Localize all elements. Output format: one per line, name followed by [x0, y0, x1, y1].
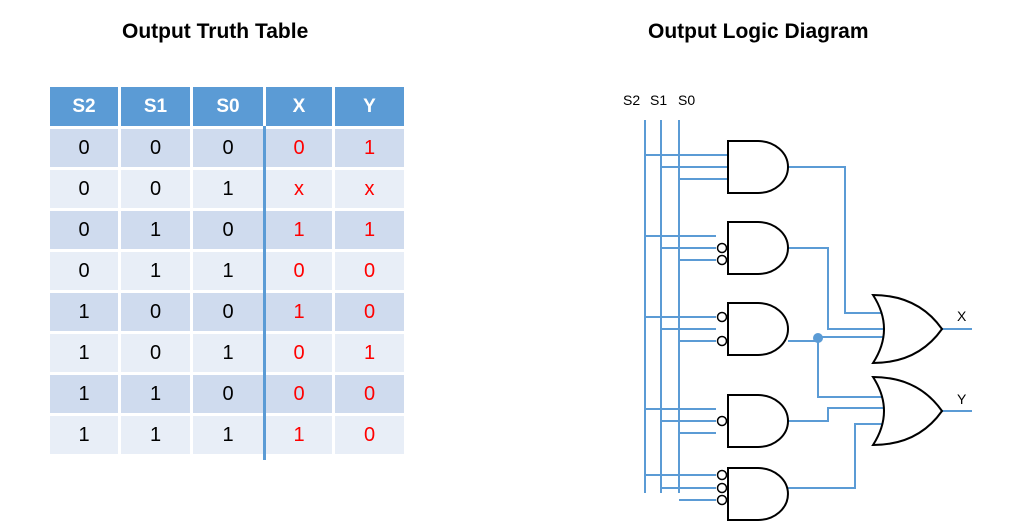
truth-table-cell-s1: 0: [118, 332, 192, 375]
output-label-y: Y: [957, 391, 967, 407]
truth-table-cell-s0: 1: [190, 250, 265, 293]
input-output-divider: [263, 126, 266, 460]
truth-table-cell-s2: 1: [50, 373, 120, 416]
and-gate-3: [727, 302, 789, 356]
truth-table-title: Output Truth Table: [122, 20, 309, 43]
truth-table-cell-s2: 0: [50, 209, 120, 252]
truth-table-cell-y: 0: [332, 414, 404, 457]
truth-table-cell-x: 0: [263, 250, 334, 293]
truth-table-cell-s1: 1: [118, 209, 192, 252]
and-gate-4: [727, 394, 789, 448]
and-gate-2: [727, 221, 789, 275]
truth-table-cell-s1: 0: [118, 291, 192, 334]
logic-diagram-title: Output Logic Diagram: [648, 20, 869, 43]
truth-table-cell-x: x: [263, 168, 334, 211]
truth-table-cell-x: 0: [263, 373, 334, 416]
header-s1: S1: [118, 87, 192, 129]
truth-table-cell-s2: 1: [50, 332, 120, 375]
truth-table-cell-y: 1: [332, 209, 404, 252]
or-gate-x: [871, 293, 944, 365]
truth-table-cell-x: 1: [263, 209, 334, 252]
truth-table-cell-s1: 0: [118, 168, 192, 211]
and-output-wires: [788, 166, 885, 489]
truth-table-cell-x: 1: [263, 414, 334, 457]
truth-table-cell-s0: 1: [190, 332, 265, 375]
truth-table-cell-s0: 0: [190, 373, 265, 416]
truth-table-header-row: S2 S1 S0 X Y: [50, 87, 404, 129]
truth-table-cell-s0: 1: [190, 414, 265, 457]
input-label-s1: S1: [650, 92, 667, 108]
truth-table-cell-s0: 0: [190, 127, 265, 170]
truth-table-cell-s2: 0: [50, 127, 120, 170]
truth-table-cell-s0: 1: [190, 168, 265, 211]
logic-diagram: S2 S1 S0 X Y: [623, 92, 972, 521]
truth-table-cell-s2: 0: [50, 168, 120, 211]
output-label-x: X: [957, 308, 967, 324]
truth-table-cell-s2: 0: [50, 250, 120, 293]
truth-table-cell-s1: 1: [118, 250, 192, 293]
truth-table-cell-s2: 1: [50, 291, 120, 334]
truth-table-cell-s2: 1: [50, 414, 120, 457]
header-x: X: [263, 87, 334, 129]
truth-table-cell-y: 1: [332, 127, 404, 170]
truth-table-cell-y: 0: [332, 291, 404, 334]
inversion-bubbles: [716, 242, 728, 506]
truth-table-cell-x: 1: [263, 291, 334, 334]
truth-table-cell-y: 0: [332, 373, 404, 416]
and-input-wires: [645, 154, 728, 501]
truth-table-cell-s1: 1: [118, 373, 192, 416]
truth-table-cell-x: 0: [263, 332, 334, 375]
header-y: Y: [332, 87, 404, 129]
truth-table-cell-s1: 1: [118, 414, 192, 457]
truth-table-cell-y: 1: [332, 332, 404, 375]
truth-table-cell-s0: 0: [190, 209, 265, 252]
input-label-s2: S2: [623, 92, 640, 108]
header-s0: S0: [190, 87, 265, 129]
truth-table-cell-s1: 0: [118, 127, 192, 170]
truth-table-cell-x: 0: [263, 127, 334, 170]
input-label-s0: S0: [678, 92, 695, 108]
truth-table-cell-s0: 0: [190, 291, 265, 334]
or-gate-y: [871, 375, 944, 447]
and-gate-5: [727, 467, 789, 521]
truth-table-cell-y: x: [332, 168, 404, 211]
header-s2: S2: [50, 87, 120, 129]
and-gate-1: [727, 140, 789, 194]
junction-dot: [813, 333, 823, 343]
truth-table-cell-y: 0: [332, 250, 404, 293]
